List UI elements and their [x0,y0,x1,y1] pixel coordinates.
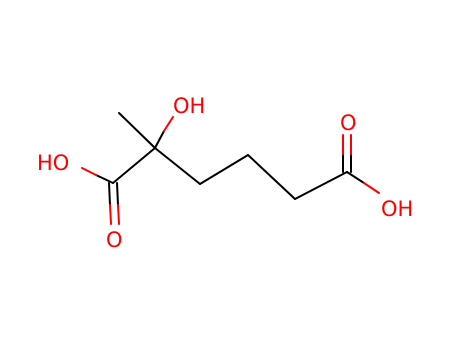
bond-c4-c5 [247,154,296,200]
bond-methyl [118,112,156,149]
bond-c1-o-double-a-oxygen [109,204,112,225]
atom-label-acid-left-carbonyl-o: O [106,228,123,252]
bond-c3-c4 [199,154,249,185]
bond-c2-oh-carbon-half [154,130,165,149]
bond-c1-o-double-b-oxygen [117,204,120,225]
bond-c2-oh-oxygen-half [163,116,174,132]
atom-label-hydroxyl-top: OH [173,94,205,118]
bond-c5-c6 [294,171,348,200]
bond-c1-o-double-a-carbon [108,182,111,206]
atom-label-acid-right-carbonyl-o: O [340,111,357,135]
bond-c1-oh-carbon-half [95,174,114,184]
bond-c1-o-double-b-carbon [116,182,119,206]
bond-c6-oh-oxygen-half [363,182,380,194]
bond-c2-c1 [112,147,156,184]
bond-c1-oh-oxygen-half [81,167,97,176]
bond-c6-oh-carbon-half [346,171,365,184]
atom-label-acid-left-hydroxyl: HO [37,151,69,175]
atom-label-acid-right-hydroxyl: OH [381,197,413,221]
bond-c2-c3 [154,147,201,185]
